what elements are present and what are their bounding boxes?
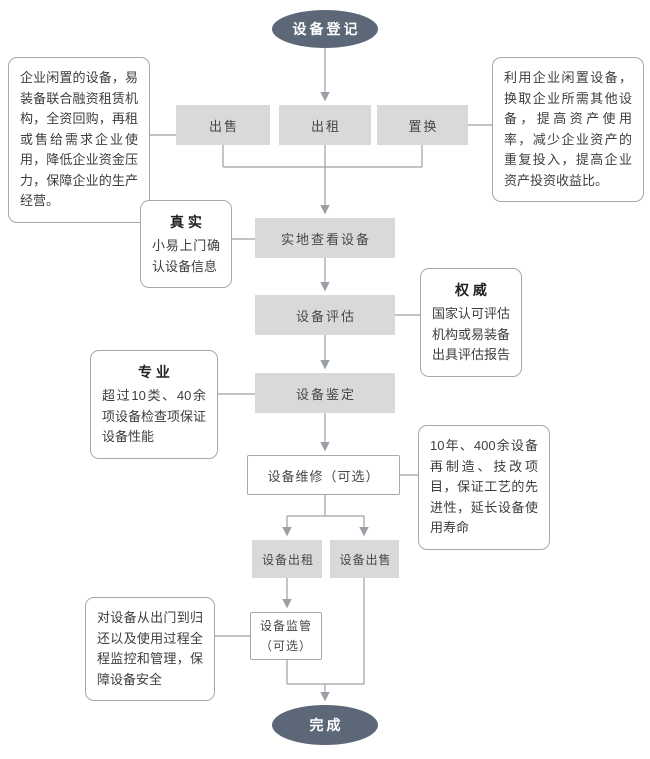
node-inspect: 实地查看设备 bbox=[255, 218, 395, 258]
node-repair: 设备维修（可选） bbox=[247, 455, 400, 495]
callout-supervision: 对设备从出门到归还以及使用过程全程监控和管理，保障设备安全 bbox=[85, 597, 215, 702]
callout-swap-benefit: 利用企业闲置设备，换取企业所需其他设备，提高资产使用率，减少企业资产的重复投入，… bbox=[492, 57, 644, 203]
callout-finance: 企业闲置的设备，易装备联合融资租赁机构，全资回购，再租或售给需求企业使用，降低企… bbox=[8, 57, 150, 223]
callout-supervision-body: 对设备从出门到归还以及使用过程全程监控和管理，保障设备安全 bbox=[97, 610, 203, 687]
callout-real-title: 真 实 bbox=[170, 214, 202, 230]
node-sell: 出售 bbox=[176, 105, 270, 145]
callout-real-body: 小易上门确认设备信息 bbox=[152, 238, 220, 274]
node-supervise: 设备监管（可选） bbox=[250, 612, 322, 660]
node-end: 完成 bbox=[272, 705, 378, 745]
callout-authority-title: 权 威 bbox=[455, 282, 487, 298]
callout-swap-benefit-body: 利用企业闲置设备，换取企业所需其他设备，提高资产使用率，减少企业资产的重复投入，… bbox=[504, 70, 632, 188]
callout-authority: 权 威 国家认可评估机构或易装备出具评估报告 bbox=[420, 268, 522, 377]
callout-professional: 专 业 超过10类、40余项设备检查项保证设备性能 bbox=[90, 350, 218, 459]
node-identify: 设备鉴定 bbox=[255, 373, 395, 413]
node-lease: 设备出租 bbox=[252, 540, 322, 578]
callout-professional-body: 超过10类、40余项设备检查项保证设备性能 bbox=[102, 388, 207, 445]
callout-real: 真 实 小易上门确认设备信息 bbox=[140, 200, 232, 289]
callout-remanufacture-body: 10年、400余设备再制造、技改项目，保证工艺的先进性，延长设备使用寿命 bbox=[430, 438, 538, 536]
callout-authority-body: 国家认可评估机构或易装备出具评估报告 bbox=[432, 306, 511, 363]
node-start: 设备登记 bbox=[272, 10, 378, 48]
node-sale: 设备出售 bbox=[330, 540, 399, 578]
callout-finance-body: 企业闲置的设备，易装备联合融资租赁机构，全资回购，再租或售给需求企业使用，降低企… bbox=[20, 70, 138, 209]
node-rent: 出租 bbox=[279, 105, 371, 145]
callout-remanufacture: 10年、400余设备再制造、技改项目，保证工艺的先进性，延长设备使用寿命 bbox=[418, 425, 550, 550]
node-evaluate: 设备评估 bbox=[255, 295, 395, 335]
callout-professional-title: 专 业 bbox=[138, 364, 170, 380]
node-swap: 置换 bbox=[377, 105, 468, 145]
